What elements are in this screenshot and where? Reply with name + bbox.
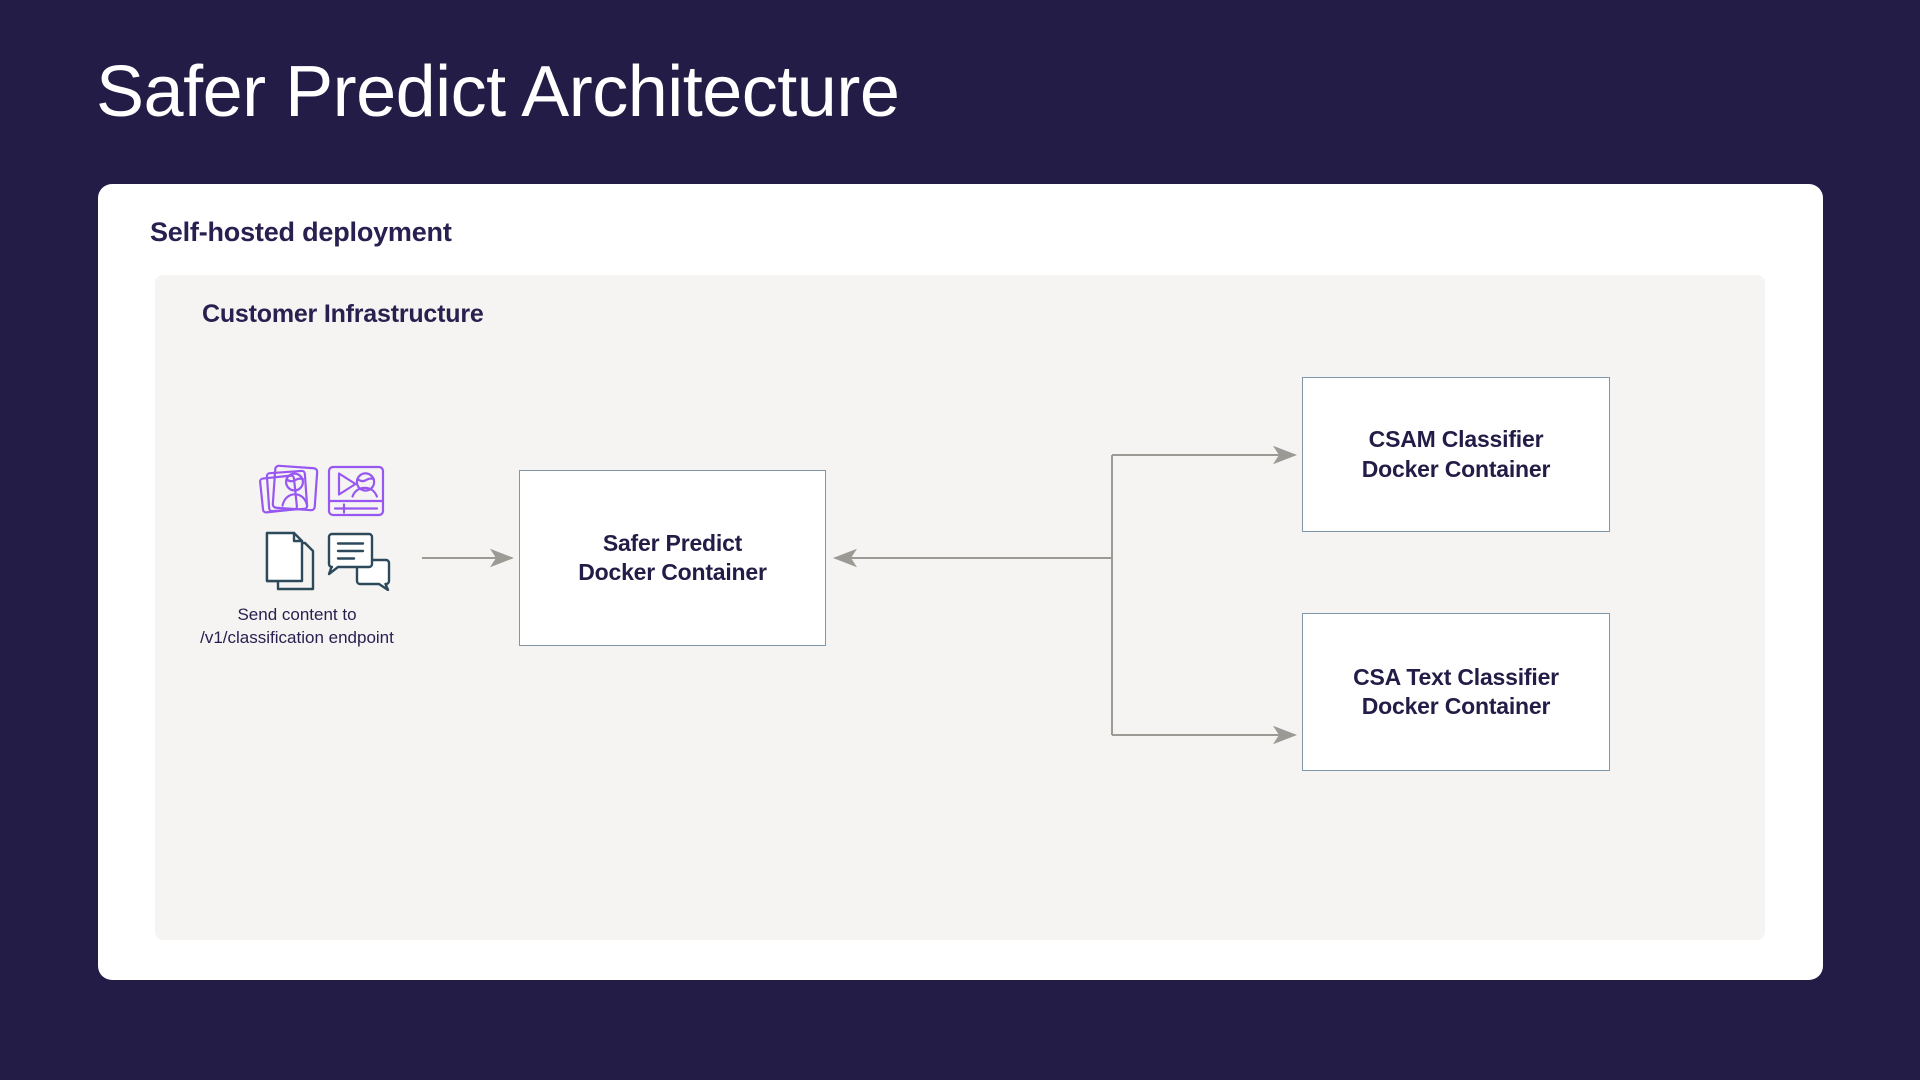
node-safer-predict[interactable]: Safer Predict Docker Container: [519, 470, 826, 646]
page-title: Safer Predict Architecture: [96, 52, 900, 132]
panel-title: Customer Infrastructure: [202, 300, 484, 328]
connector-lines: [422, 445, 1297, 745]
chat-icon: [327, 531, 391, 596]
deployment-card: Self-hosted deployment Customer Infrastr…: [98, 184, 1823, 980]
input-icon-cluster: [255, 463, 415, 598]
video-icon: [327, 463, 385, 524]
node-csam-classifier[interactable]: CSAM Classifier Docker Container: [1302, 377, 1610, 532]
photos-icon: [259, 463, 321, 526]
input-caption: Send content to /v1/classification endpo…: [200, 605, 394, 648]
node-safer-predict-label: Safer Predict Docker Container: [578, 529, 767, 585]
node-csa-text-classifier[interactable]: CSA Text Classifier Docker Container: [1302, 613, 1610, 771]
document-icon: [265, 531, 319, 598]
node-csam-classifier-label: CSAM Classifier Docker Container: [1361, 426, 1551, 482]
customer-infrastructure-panel: Customer Infrastructure: [155, 275, 1765, 940]
node-csa-text-classifier-label: CSA Text Classifier Docker Container: [1353, 663, 1559, 719]
card-title: Self-hosted deployment: [150, 217, 452, 247]
architecture-diagram: Send content to /v1/classification endpo…: [155, 275, 1765, 940]
